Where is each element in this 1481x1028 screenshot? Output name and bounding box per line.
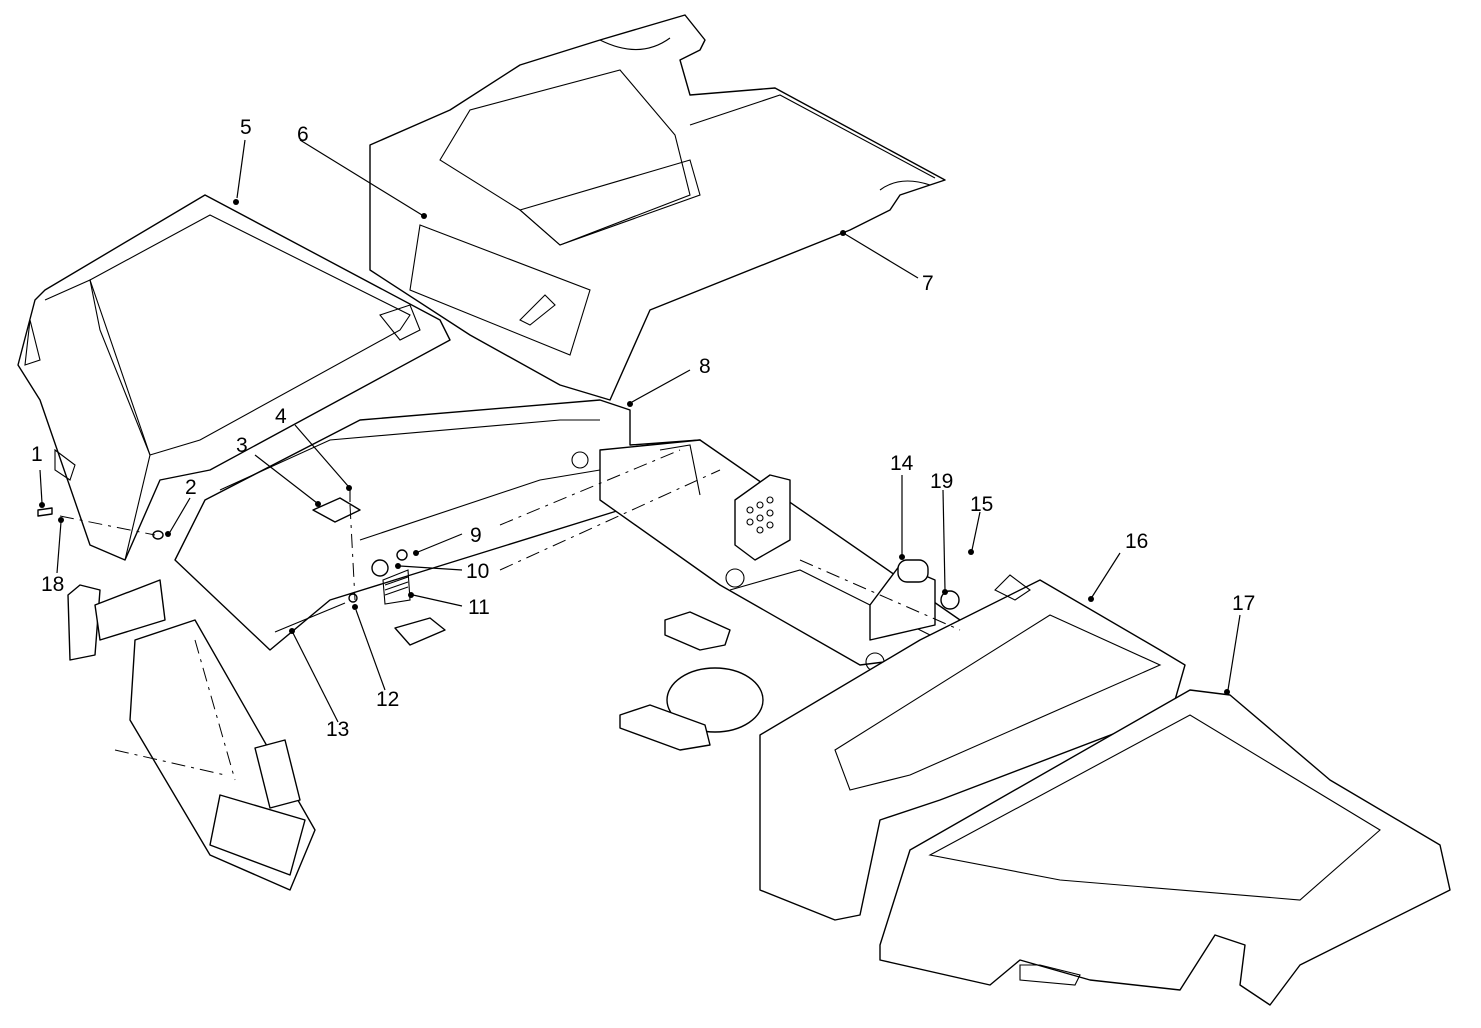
- callout-9: 9: [470, 524, 482, 547]
- bracket-14-19: [869, 559, 960, 641]
- callout-12: 12: [376, 688, 399, 711]
- callout-7: 7: [922, 272, 934, 295]
- callout-1: 1: [31, 443, 43, 466]
- callout-13: 13: [326, 718, 349, 741]
- callout-14: 14: [890, 452, 914, 475]
- callout-18: 18: [41, 573, 64, 596]
- callout-8: 8: [699, 355, 711, 378]
- callout-16: 16: [1125, 530, 1148, 553]
- left-column: [37, 507, 316, 891]
- left-fender: [17, 194, 451, 561]
- mounting-plate: [734, 474, 791, 561]
- callout-10: 10: [466, 560, 489, 583]
- leader-lines: [39, 139, 1241, 723]
- callout-3: 3: [236, 434, 248, 457]
- hardware-cluster: [274, 490, 446, 646]
- callout-11: 11: [468, 596, 490, 619]
- assembly-centerlines: [59, 449, 961, 781]
- leader-dots: [39, 199, 1230, 695]
- callout-17: 17: [1232, 592, 1255, 615]
- callout-2: 2: [185, 476, 197, 499]
- callout-15: 15: [970, 493, 993, 516]
- callout-19: 19: [930, 470, 953, 493]
- rear-cover: [879, 689, 1451, 1006]
- upper-hood-assembly: [369, 14, 946, 401]
- callout-5: 5: [240, 116, 252, 139]
- callout-labels: 1 2 3 4 5 6 7 8 9 10 11 12 13 14 15 16 1…: [31, 116, 1255, 741]
- callout-4: 4: [275, 405, 287, 428]
- callout-6: 6: [297, 123, 309, 146]
- pedal-assembly: [619, 611, 764, 751]
